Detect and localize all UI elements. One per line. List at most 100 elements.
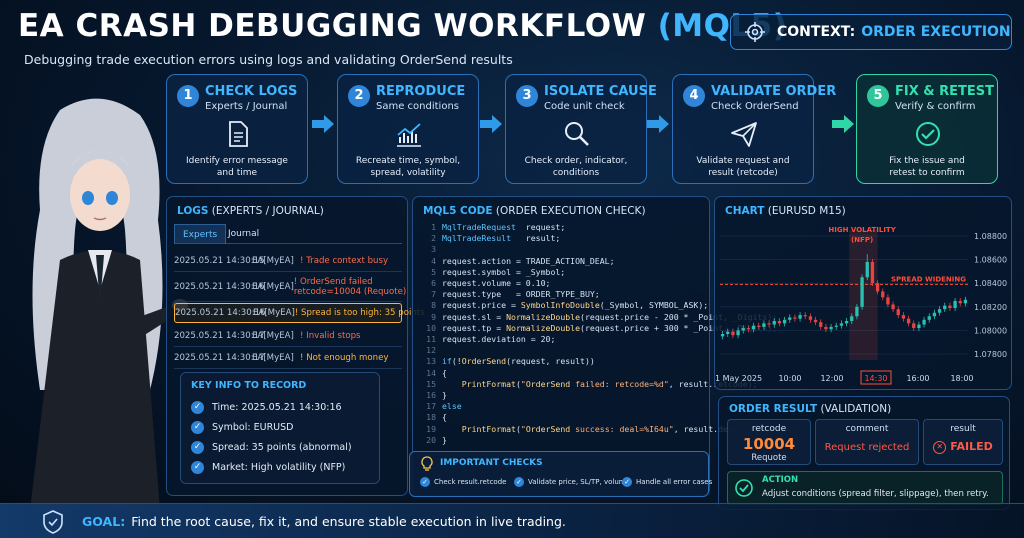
annotation-label: (NFP) — [851, 236, 873, 244]
candle-body — [906, 318, 911, 324]
context-value: ORDER EXECUTION — [861, 24, 1011, 40]
candle-body — [875, 283, 880, 292]
step-title: FIX & RETEST — [895, 84, 994, 99]
candle-body — [844, 321, 849, 324]
key-info-item: ✓Symbol: EURUSD — [191, 421, 293, 434]
candle-body — [881, 291, 885, 298]
candle-body — [762, 323, 766, 327]
step-1-card: 1 CHECK LOGS Experts / Journal Identify … — [166, 74, 308, 184]
key-info-box: KEY INFO TO RECORD ✓Time: 2025.05.21 14:… — [180, 372, 380, 484]
code-line: 16} — [426, 390, 447, 400]
retcode-description: Requote — [751, 453, 787, 463]
log-message: ! Trade context busy — [300, 255, 389, 266]
log-message: ! Not enough money — [300, 352, 389, 363]
candle-body — [937, 309, 942, 313]
logs-title: LOGS (EXPERTS / JOURNAL) — [177, 205, 324, 217]
code-line: 19 PrintFormat("OrderSend success: deal=… — [426, 423, 748, 434]
step-number: 1 — [177, 85, 199, 107]
action-box: ACTION Adjust conditions (spread filter,… — [727, 471, 1003, 505]
code-line: 14{ — [426, 367, 447, 378]
important-checks-box: IMPORTANT CHECKS ✓Check result.retcode ✓… — [409, 451, 712, 497]
crosshair-icon — [745, 22, 765, 42]
candle-body — [829, 326, 833, 330]
check-icon: ✓ — [191, 401, 204, 414]
candle-body — [912, 323, 916, 329]
action-label: ACTION — [762, 475, 799, 485]
annotation-label: HIGH VOLATILITY — [828, 226, 896, 234]
y-tick-label: 1.08000 — [974, 326, 1007, 335]
step-number: 5 — [867, 85, 889, 107]
tab-experts[interactable]: Experts — [174, 224, 227, 244]
step-title: CHECK LOGS — [205, 84, 298, 99]
tab-journal[interactable]: Journal — [228, 229, 260, 239]
arrow-right-icon — [647, 115, 669, 133]
step-title: VALIDATE ORDER — [711, 84, 837, 99]
step-number: 3 — [516, 85, 538, 107]
retcode-cell: retcode 10004 Requote — [727, 419, 811, 465]
candle-body — [963, 299, 968, 304]
candle-body — [808, 316, 813, 320]
code-title: MQL5 CODE (ORDER EXECUTION CHECK) — [423, 205, 646, 217]
candle-body — [793, 317, 797, 319]
step-number: 4 — [683, 85, 705, 107]
candle-body — [803, 315, 807, 317]
page-title: EA CRASH DEBUGGING WORKFLOW (MQL5) — [18, 8, 788, 44]
check-icon: ✓ — [191, 421, 204, 434]
code-line: 3 — [431, 244, 436, 255]
document-icon — [229, 121, 248, 147]
y-tick-label: 1.08800 — [974, 232, 1007, 241]
candle-body — [886, 297, 890, 305]
key-info-item: ✓Market: High volatility (NFP) — [191, 461, 345, 474]
checks-title: IMPORTANT CHECKS — [440, 458, 543, 468]
candle-body — [824, 326, 828, 330]
candle-body — [767, 323, 771, 325]
step-3-card: 3 ISOLATE CAUSE Code unit check Check or… — [505, 74, 657, 184]
step-subtitle: Same conditions — [376, 101, 459, 112]
shield-icon — [43, 510, 63, 534]
x-tick-label: 18:00 — [950, 374, 973, 383]
step-title: ISOLATE CAUSE — [544, 84, 657, 99]
log-row: 2025.05.21 14:30:17 EA[MyEA] ! Not enoug… — [174, 347, 402, 369]
price-chart: 1.088001.086001.084001.082001.080001.078… — [716, 226, 1007, 385]
lightbulb-icon — [421, 456, 433, 471]
character-illustration — [30, 98, 188, 510]
log-message: ! Spread is too high: 35 points — [294, 308, 425, 318]
annotation-label: SPREAD WIDENING — [891, 275, 966, 283]
goal-banner: GOAL:Find the root cause, fix it, and en… — [0, 503, 1024, 538]
check-circle-icon — [735, 479, 753, 497]
candle-body — [819, 322, 823, 327]
check-icon: ✓ — [191, 441, 204, 454]
y-tick-label: 1.07800 — [974, 350, 1007, 359]
candle-body — [720, 334, 725, 337]
candle-body — [813, 319, 818, 323]
candle-body — [953, 300, 957, 308]
candle-body — [751, 325, 756, 330]
magnifier-icon — [565, 122, 589, 146]
candle-body — [839, 323, 844, 326]
candle-body — [917, 324, 921, 329]
candle-body — [901, 315, 906, 319]
key-info-title: KEY INFO TO RECORD — [191, 380, 307, 391]
log-message: ! Invalid stops — [300, 330, 361, 341]
candle-body — [782, 319, 787, 324]
step-2-card: 2 REPRODUCE Same conditions Recreate tim… — [337, 74, 479, 184]
key-info-item: ✓Time: 2025.05.21 14:30:16 — [191, 401, 342, 414]
code-line: 15 PrintFormat("OrderSend failed: retcod… — [426, 378, 757, 389]
candle-body — [860, 277, 864, 307]
step-subtitle: Verify & confirm — [895, 101, 976, 112]
candle-body — [788, 317, 792, 320]
candle-body — [736, 330, 740, 336]
candle-body — [870, 261, 875, 284]
step-4-card: 4 VALIDATE ORDER Check OrderSend Validat… — [672, 74, 836, 184]
check-item: ✓Handle all error cases — [622, 477, 712, 487]
order-result-title: ORDER RESULT (VALIDATION) — [729, 403, 892, 415]
